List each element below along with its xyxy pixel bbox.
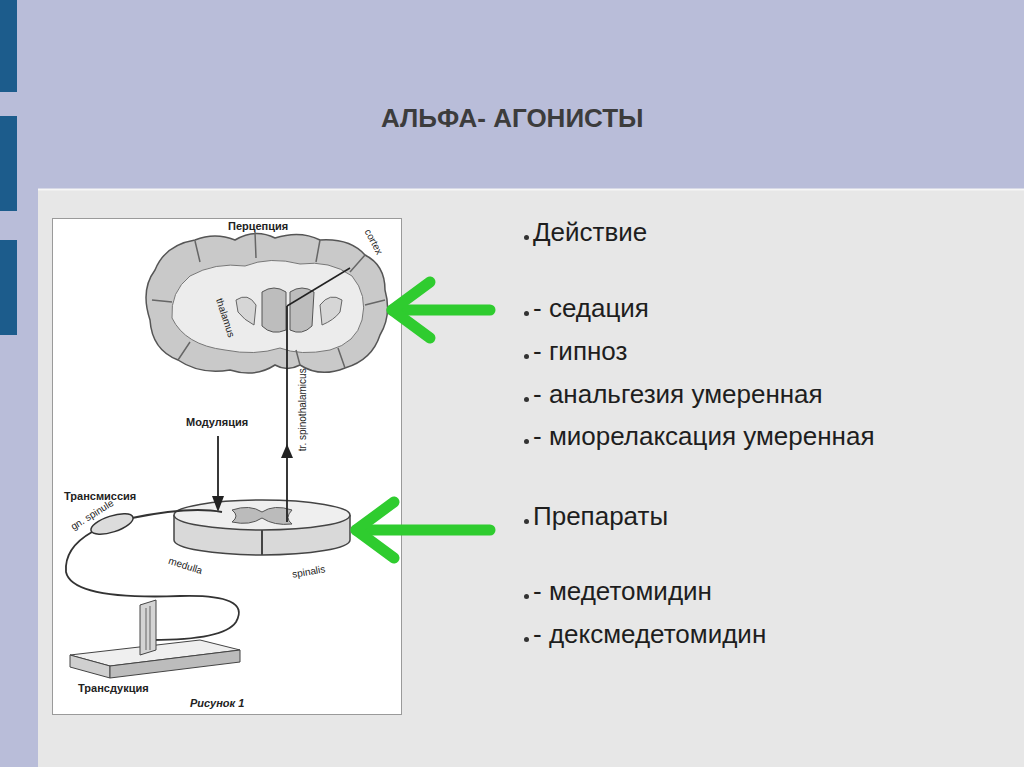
list-item: - дексмедетомидин (533, 620, 766, 650)
figure-label: Перцепция (228, 220, 288, 233)
bullet-dot (524, 235, 529, 240)
bullet-dot (524, 397, 529, 402)
list-item: - миорелаксация умеренная (533, 422, 875, 452)
figure-label: tr. spinothalamicus (297, 368, 309, 451)
section-heading: Действие (533, 218, 647, 248)
figure-label: Трансмиссия (64, 490, 136, 503)
figure-caption: Рисунок 1 (190, 697, 244, 710)
slide-title: АЛЬФА- АГОНИСТЫ (381, 104, 644, 134)
bullet-dot (524, 354, 529, 359)
bullet-dot (524, 637, 529, 642)
figure-label: Трансдукция (78, 682, 149, 695)
list-item: - медетомидин (533, 577, 712, 607)
list-item: - седация (533, 294, 649, 324)
bullet-dot (524, 519, 529, 524)
section-heading: Препараты (533, 502, 668, 532)
bullet-dot (524, 311, 529, 316)
bullet-dot (524, 594, 529, 599)
bullet-dot (524, 439, 529, 444)
list-item: - анальгезия умеренная (533, 380, 823, 410)
list-item: - гипноз (533, 337, 627, 367)
figure-label: Модуляция (186, 416, 248, 429)
